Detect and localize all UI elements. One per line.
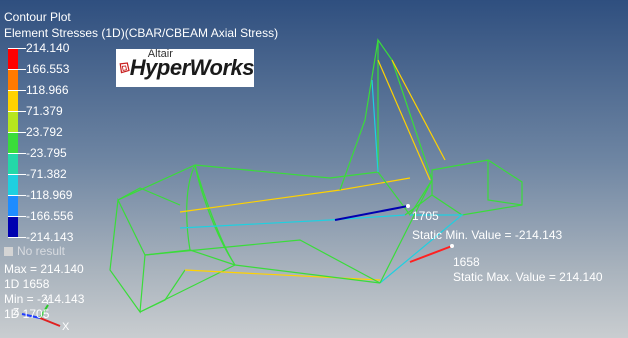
model-edge <box>377 38 433 217</box>
legend-tick <box>8 237 26 238</box>
model-edge <box>139 269 186 313</box>
min-annotation-id: 1705 <box>412 209 439 223</box>
min-annotation-label: Static Min. Value = -214.143 <box>412 228 563 242</box>
triad-y-label: Y <box>44 296 51 307</box>
no-result-entry: No result <box>4 244 65 258</box>
min-value-text: Min = -214.143 <box>4 292 85 306</box>
logo-altair-text: Altair <box>147 48 173 60</box>
triad-x-label: X <box>62 321 70 333</box>
model-edge <box>404 194 433 216</box>
model-edge <box>379 179 433 284</box>
legend-swatch <box>8 48 18 69</box>
legend-tick <box>8 132 26 133</box>
legend-value: 214.140 <box>26 41 70 55</box>
no-result-label: No result <box>17 244 66 258</box>
legend-tick <box>8 174 26 175</box>
legend-swatch <box>8 195 18 216</box>
model-edge <box>371 79 379 173</box>
legend-value: -118.969 <box>26 188 73 202</box>
model-edge <box>144 239 381 284</box>
max-value-text: Max = 214.140 <box>4 262 84 276</box>
legend-tick <box>8 153 26 154</box>
max-annotation-label: Static Max. Value = 214.140 <box>453 270 603 284</box>
legend-swatch <box>8 111 18 132</box>
model-edge <box>184 269 381 281</box>
model-edge <box>139 264 236 313</box>
model-edge <box>117 164 196 201</box>
legend-swatch <box>8 69 18 90</box>
legend-tick <box>8 216 26 217</box>
max-node-marker <box>450 244 454 248</box>
no-result-swatch <box>4 247 13 256</box>
coordinate-triad-icon <box>21 304 61 327</box>
model-edge <box>234 264 381 284</box>
legend-value: 23.792 <box>26 125 63 139</box>
legend-tick <box>8 195 26 196</box>
min-value-element <box>334 205 409 221</box>
legend-swatch <box>8 132 18 153</box>
triad-z-label: Z <box>13 307 20 318</box>
legend-value: 71.379 <box>26 104 63 118</box>
legend-value: 118.966 <box>26 83 69 97</box>
legend-value: -214.143 <box>26 230 74 244</box>
model-edge <box>186 164 236 266</box>
model-edge <box>194 164 379 179</box>
legend-value: -166.556 <box>26 209 74 223</box>
legend-swatch <box>8 90 18 111</box>
model-edge <box>487 160 523 206</box>
legend-value: 166.553 <box>26 62 70 76</box>
logo-hyperworks-text: HyperWorks <box>129 55 255 80</box>
min-element-id: 1D 1705 <box>4 307 50 321</box>
model-edge <box>431 159 523 216</box>
legend-value: -23.795 <box>26 146 67 160</box>
model-edge <box>117 187 181 206</box>
legend-swatch <box>8 216 18 237</box>
max-value-element <box>409 245 453 263</box>
model-edge <box>179 177 411 213</box>
plot-subtitle: Element Stresses (1D)(CBAR/CBEAM Axial S… <box>4 26 279 40</box>
legend-tick <box>8 111 26 112</box>
legend-tick <box>8 90 26 91</box>
max-annotation-id: 1658 <box>453 255 480 269</box>
model-edge <box>391 59 446 161</box>
min-node-marker <box>406 204 410 208</box>
legend-value: -71.382 <box>26 167 67 181</box>
contour-legend: 214.140 166.553 118.966 71.379 23.792 -2… <box>4 40 124 244</box>
legend-tick <box>8 69 26 70</box>
legend-tick <box>8 48 26 49</box>
model-edge <box>179 214 406 229</box>
legend-swatch <box>8 153 18 174</box>
altair-logo-icon <box>119 62 130 74</box>
legend-swatch <box>8 174 18 195</box>
model-edge <box>339 39 379 191</box>
model-edge <box>377 59 431 181</box>
hyperworks-logo: Altair HyperWorks <box>116 48 255 87</box>
max-element-id: 1D 1658 <box>4 277 50 291</box>
model-edge <box>379 214 464 284</box>
plot-title: Contour Plot <box>4 10 71 24</box>
